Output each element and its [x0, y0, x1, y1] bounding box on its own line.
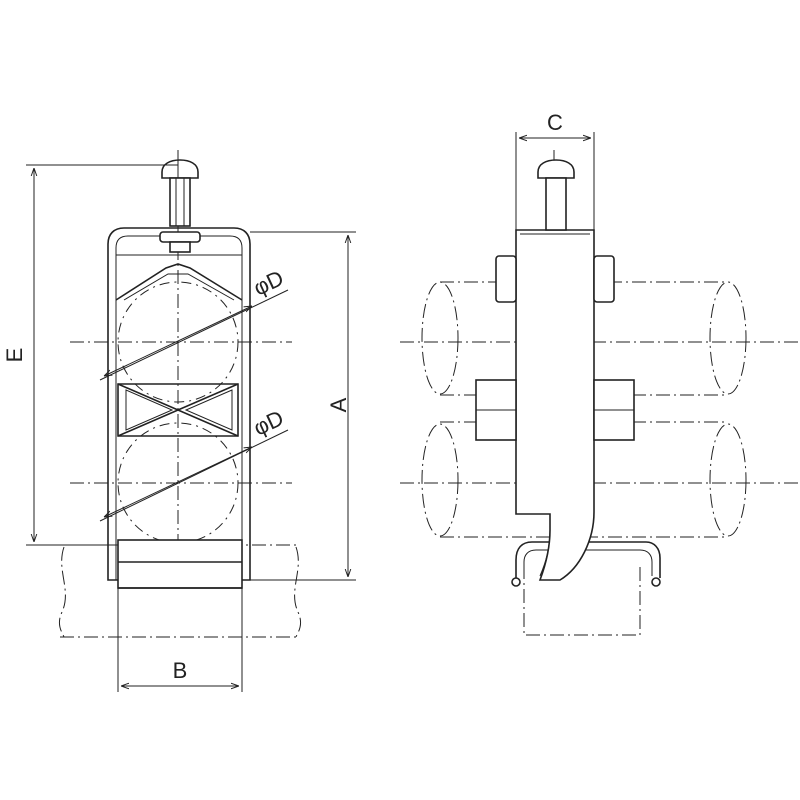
label-B: B [173, 658, 188, 683]
label-D-lower: φD [250, 405, 288, 440]
dimension-D-upper: φD [99, 265, 289, 381]
side-body [515, 229, 595, 581]
base-clip [117, 539, 243, 589]
dimension-C: C [515, 110, 595, 230]
clamp-body [107, 227, 251, 581]
side-view [400, 150, 800, 636]
cable-separator [117, 383, 239, 437]
front-screw [159, 159, 201, 253]
dimension-E: E [2, 164, 178, 546]
side-rail [523, 565, 641, 636]
side-screw [537, 159, 575, 231]
upper-saddle [115, 263, 243, 301]
dimension-D-lower: φD [99, 405, 289, 522]
side-tabs [475, 255, 635, 441]
front-view [58, 150, 302, 638]
label-D-upper: φD [250, 265, 288, 300]
dimension-B: B [117, 588, 243, 692]
dimension-A: A [250, 231, 356, 581]
label-A: A [326, 397, 351, 412]
label-C: C [547, 110, 563, 135]
label-E: E [2, 348, 27, 363]
